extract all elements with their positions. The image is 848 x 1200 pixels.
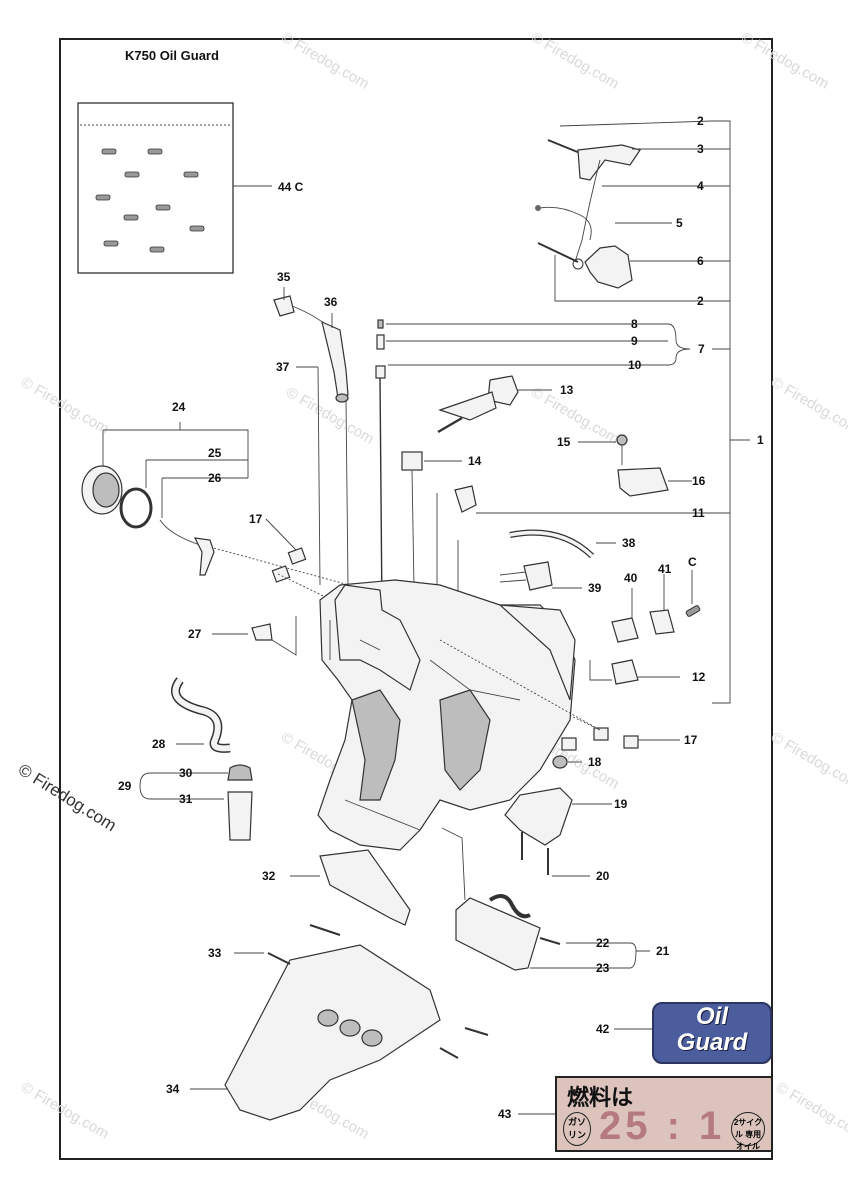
callout-21: 21 <box>656 944 670 958</box>
callout-29: 29 <box>118 779 132 793</box>
callout-7: 7 <box>698 342 705 356</box>
callout-10: 10 <box>628 358 642 372</box>
callout-30: 30 <box>179 766 193 780</box>
callout-37: 37 <box>276 360 290 374</box>
watermark: © Firedog.com <box>528 384 622 448</box>
oil-filler-assembly <box>81 422 441 611</box>
watermark: © Firedog.com <box>18 374 112 438</box>
stop-switch <box>437 375 552 434</box>
screw-kit-box <box>77 102 272 274</box>
callout-3: 3 <box>697 142 704 156</box>
clip-27 <box>212 616 297 656</box>
diagram-title: K750 Oil Guard <box>125 48 219 63</box>
callout-23: 23 <box>596 961 610 975</box>
callout-C: C <box>688 555 697 569</box>
callout-8: 8 <box>631 317 638 331</box>
oil-guard-line1: Oil <box>695 1003 728 1030</box>
washers-17 <box>265 518 680 751</box>
callout-36: 36 <box>324 295 338 309</box>
cable-clip <box>436 485 712 610</box>
pin-rod-assembly <box>375 319 691 613</box>
parts-18-19-20 <box>504 755 612 877</box>
filter-hose-assembly <box>139 677 253 841</box>
oil-guard-line2: Guard <box>676 1029 748 1056</box>
callout-28: 28 <box>152 737 166 751</box>
callout-35: 35 <box>277 270 291 284</box>
main-housing <box>317 579 601 851</box>
bracket-12 <box>589 659 680 685</box>
callout-14: 14 <box>468 454 482 468</box>
callouts: 2 3 4 5 6 2 8 9 7 10 13 1 15 14 16 11 38… <box>118 114 764 1121</box>
callout-38: 38 <box>622 536 636 550</box>
watermark: © Firedog.com <box>768 374 848 438</box>
callout-39: 39 <box>588 581 602 595</box>
small-parts-40-41 <box>611 570 701 643</box>
callout-1: 1 <box>757 433 764 447</box>
callout-17: 17 <box>249 512 263 526</box>
callout-40: 40 <box>624 571 638 585</box>
fuel-mix-decal: 燃料は ガソ リン 25 : 1 2サイクル 専用オイル <box>555 1076 773 1152</box>
watermark: © Firedog.com <box>768 729 848 793</box>
callout-33: 33 <box>208 946 222 960</box>
callout-13: 13 <box>560 383 574 397</box>
callout-4: 4 <box>697 179 704 193</box>
callout-41: 41 <box>658 562 672 576</box>
fuel-label-oil: 2サイクル 専用オイル <box>731 1112 765 1151</box>
callout-2: 2 <box>697 294 704 308</box>
watermark: © Firedog.com <box>528 29 622 93</box>
callout-32: 32 <box>262 869 276 883</box>
callout-19: 19 <box>614 797 628 811</box>
callout-31: 31 <box>179 792 193 806</box>
clip-and-contact <box>401 434 692 589</box>
oil-cap-hose-assembly <box>273 287 349 586</box>
callout-34: 34 <box>166 1082 180 1096</box>
callout-16: 16 <box>692 474 706 488</box>
callout-43: 43 <box>498 1107 512 1121</box>
callout-18: 18 <box>588 755 602 769</box>
hose <box>509 529 616 559</box>
oil-guard-decal: Oil Guard <box>652 1002 772 1064</box>
watermark: © Firedog.com <box>773 1079 848 1143</box>
callout-20: 20 <box>596 869 610 883</box>
group-1-bracket <box>712 120 750 704</box>
throttle-trigger-assembly <box>535 120 713 302</box>
callout-15: 15 <box>557 435 571 449</box>
callout-25: 25 <box>208 446 222 460</box>
callout-42: 42 <box>596 1022 610 1036</box>
callout-24: 24 <box>172 400 186 414</box>
watermark: © Firedog.com <box>278 29 372 93</box>
callout-5: 5 <box>676 216 683 230</box>
callout-22: 22 <box>596 936 610 950</box>
watermark: © Firedog.com <box>283 384 377 448</box>
callout-12: 12 <box>692 670 706 684</box>
callout-2: 2 <box>697 114 704 128</box>
diagram-frame <box>59 38 773 1160</box>
fuel-label-heading: 燃料は <box>567 1085 634 1110</box>
callout-11: 11 <box>692 506 705 520</box>
callout-27: 27 <box>188 627 202 641</box>
callout-26: 26 <box>208 471 222 485</box>
callout-6: 6 <box>697 254 704 268</box>
fuel-label-ratio: 25 : 1 <box>599 1104 726 1148</box>
callout-17: 17 <box>684 733 698 747</box>
cover-32 <box>290 849 411 926</box>
watermark: © Firedog.com <box>18 1079 112 1143</box>
callout-9: 9 <box>631 334 638 348</box>
callout-44C: 44 C <box>278 180 304 194</box>
spring-plate-assembly <box>441 827 650 971</box>
watermark: © Firedog.com <box>738 29 832 93</box>
skid-plate <box>190 924 489 1121</box>
fuel-label-gasoline: ガソ リン <box>563 1112 591 1146</box>
